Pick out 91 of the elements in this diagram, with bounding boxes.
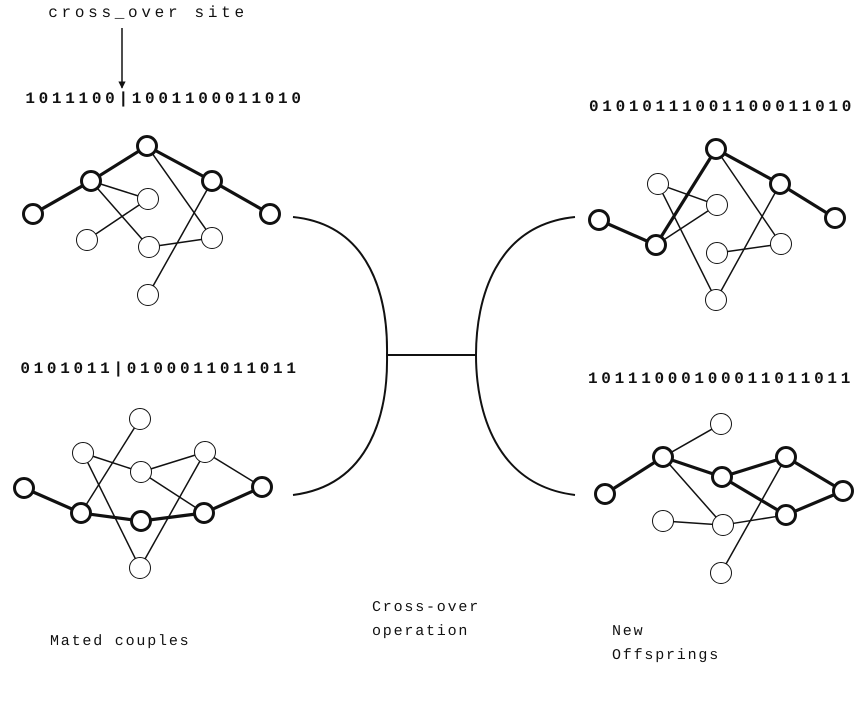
graph-node — [594, 483, 616, 505]
graph-node — [251, 476, 273, 498]
graph-link — [158, 238, 202, 246]
graph-link — [212, 490, 254, 510]
graph-link — [732, 516, 776, 524]
graph-link — [144, 460, 201, 560]
graph-node — [647, 173, 669, 195]
graph-link — [148, 476, 196, 508]
graph-node — [76, 229, 98, 251]
graph-node — [201, 227, 223, 249]
graph-link — [731, 458, 777, 476]
caption-text: Cross-over operation — [372, 598, 482, 642]
graph-node — [138, 236, 160, 258]
graph-node — [201, 170, 223, 192]
graph-link — [612, 461, 656, 490]
graph-link — [32, 490, 72, 510]
graph-link — [794, 493, 834, 513]
graph-node — [645, 234, 667, 256]
arrow — [118, 28, 126, 89]
graph-link — [213, 456, 254, 482]
graph-node — [770, 233, 792, 255]
graph-link — [150, 512, 194, 522]
caption-text: Mated couples — [50, 632, 192, 652]
graph-node — [652, 446, 674, 468]
graph-link — [98, 150, 140, 178]
graph-node — [22, 203, 44, 225]
annotation-text: cross_over site — [43, 4, 253, 22]
graph-node — [832, 480, 854, 502]
graph-link — [92, 455, 132, 470]
graph-link — [94, 204, 140, 236]
bit-string: 10111000100011011011 — [586, 370, 856, 388]
graph-node — [130, 510, 152, 532]
graph-link — [726, 244, 772, 252]
graph-link — [150, 454, 196, 470]
graph-link — [90, 512, 132, 522]
graph-node — [710, 562, 732, 584]
graph-link — [86, 462, 136, 560]
graph-link — [672, 520, 714, 526]
graph-node — [706, 194, 728, 216]
graph-link — [86, 427, 136, 505]
graph-link — [724, 152, 772, 181]
graph-link — [152, 189, 208, 287]
graph-node — [711, 466, 733, 488]
graph-node — [775, 446, 797, 468]
graph-link — [155, 149, 204, 178]
bit-string: 01010111001100011010 — [588, 98, 856, 116]
graph-node — [137, 188, 159, 210]
graph-node — [72, 442, 94, 464]
graph-node — [80, 170, 102, 192]
bit-string: 1011100|1001100011010 — [20, 90, 310, 108]
graph-link — [672, 458, 714, 476]
graph-link — [97, 188, 143, 240]
graph-link — [669, 464, 717, 518]
graph-link — [40, 184, 84, 210]
graph-link — [671, 428, 713, 453]
graph-node — [705, 289, 727, 311]
graph-node — [13, 477, 35, 499]
graph-node — [259, 203, 281, 225]
graph-link — [730, 480, 778, 512]
bit-string: 0101011|0100011011011 — [19, 360, 301, 378]
graph-node — [652, 510, 674, 532]
graph-link — [152, 154, 207, 230]
graph-node — [194, 441, 216, 463]
graph-node — [588, 209, 610, 231]
caption-text: New Offsprings — [612, 622, 722, 666]
graph-link — [100, 183, 139, 197]
graph-link — [660, 156, 712, 238]
graph-link — [794, 460, 836, 488]
graph-node — [70, 502, 92, 524]
graph-link — [721, 156, 776, 236]
graph-node — [824, 207, 846, 229]
graph-link — [725, 465, 782, 565]
graph-node — [137, 284, 159, 306]
graph-link — [662, 192, 712, 292]
graph-node — [705, 138, 727, 160]
graph-node — [129, 408, 151, 430]
graph-link — [720, 192, 776, 292]
graph-link — [664, 210, 710, 240]
graph-link — [220, 184, 262, 210]
graph-node — [706, 242, 728, 264]
graph-node — [710, 413, 732, 435]
graph-node — [136, 135, 158, 157]
graph-node — [775, 504, 797, 526]
graph-node — [712, 514, 734, 536]
graph-node — [129, 557, 151, 579]
graph-link — [667, 186, 708, 202]
graph-node — [193, 502, 215, 524]
graph-node — [769, 173, 791, 195]
graph-link — [788, 188, 828, 214]
graph-node — [130, 461, 152, 483]
graph-link — [608, 222, 648, 242]
